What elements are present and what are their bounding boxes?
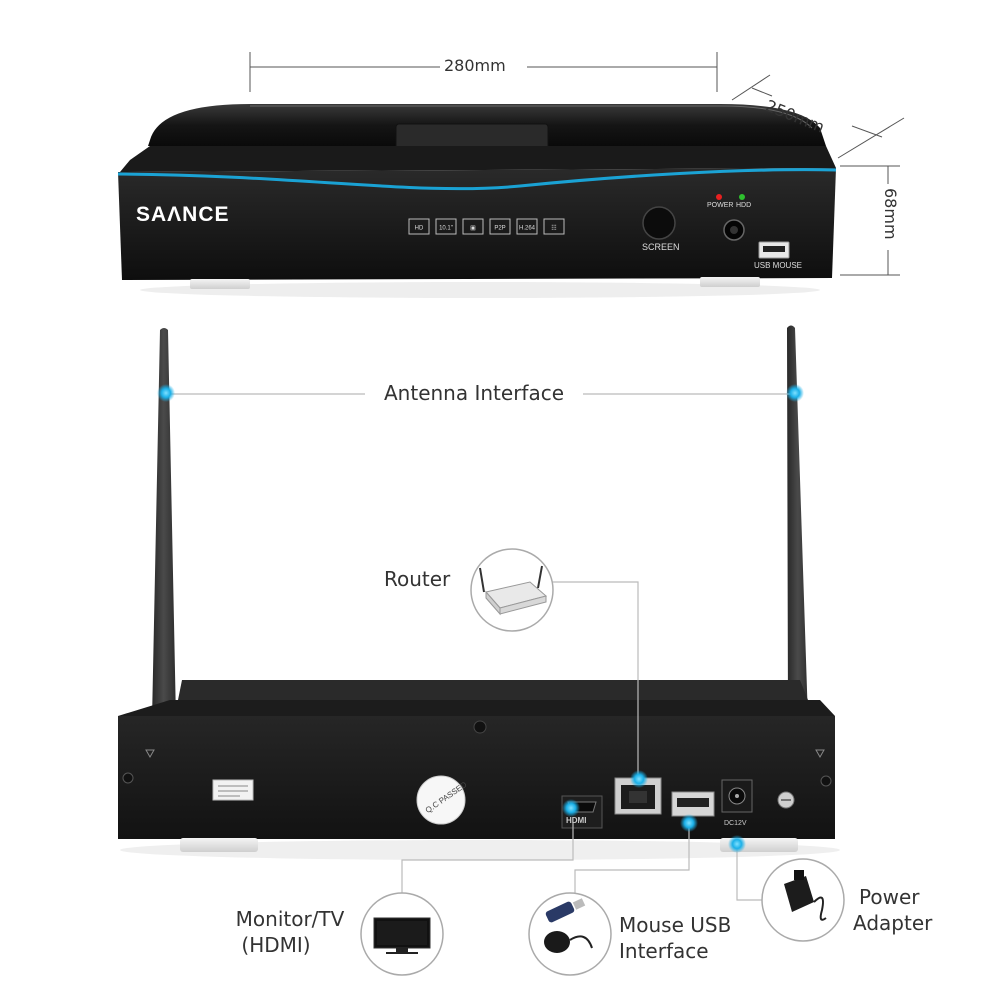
dimension-height	[840, 165, 900, 276]
usb-mouse-label: USB MOUSE	[754, 261, 803, 270]
router-thumbnail	[470, 548, 554, 632]
monitor-label: Monitor/TV (HDMI)	[230, 906, 350, 958]
power-adapter-thumbnail	[761, 858, 845, 942]
mouse-usb-label-line1: Mouse USB	[619, 913, 732, 937]
power-adapter-label: Power Adapter	[853, 884, 932, 936]
hdmi-port-label: HDMI	[566, 816, 587, 825]
hdd-led-label: HDD	[736, 202, 752, 209]
badge-frame	[516, 218, 538, 235]
front-badge: ☷	[551, 225, 556, 232]
power-adapter-label-line1: Power	[859, 885, 920, 909]
mouse-usb-thumbnail	[528, 892, 612, 976]
highlight-markers	[157, 384, 804, 853]
front-badge: HD	[415, 226, 424, 232]
badge-frame	[543, 218, 565, 235]
height-dimension-label: 68mm	[881, 188, 900, 240]
screen-button-label: SCREEN	[642, 242, 680, 252]
antenna-interface-label: Antenna Interface	[384, 381, 565, 405]
hdd-led	[739, 194, 745, 200]
dc-port-label: DC12V	[724, 820, 747, 827]
usb-port-rear	[671, 791, 715, 817]
router-label: Router	[384, 567, 451, 591]
power-adapter-label-line2: Adapter	[853, 911, 933, 935]
width-dimension-label: 280mm	[444, 56, 506, 75]
screen-button	[642, 206, 676, 240]
badge-frame	[462, 218, 484, 235]
mouse-usb-label-line2: Interface	[619, 939, 709, 963]
dimension-width	[249, 52, 718, 92]
brand-logo: SAΛNCE	[136, 203, 230, 226]
mouse-usb-label: Mouse USB Interface	[619, 912, 731, 964]
badge-frame	[408, 218, 430, 235]
monitor-label-line1: Monitor/TV	[235, 907, 345, 931]
dimension-depth	[731, 74, 905, 159]
nvr-rear-view	[118, 680, 840, 860]
lan-port	[614, 777, 662, 815]
monitor-label-line2: (HDMI)	[241, 933, 311, 957]
front-badge: H.264	[519, 226, 536, 232]
power-led-label: POWER	[707, 202, 734, 209]
front-badge: P2P	[494, 226, 505, 232]
nvr-front-view	[117, 104, 837, 298]
qc-sticker	[416, 775, 466, 825]
power-led	[716, 194, 722, 200]
front-badge: ▣	[470, 226, 476, 232]
badge-frame	[435, 218, 457, 235]
front-badge: 10.1"	[439, 226, 453, 232]
monitor-thumbnail	[360, 892, 444, 976]
badge-frame	[489, 218, 511, 235]
dc-power-port	[721, 779, 753, 813]
front-badges: HD 10.1" ▣ P2P H.264 ☷	[408, 218, 565, 235]
